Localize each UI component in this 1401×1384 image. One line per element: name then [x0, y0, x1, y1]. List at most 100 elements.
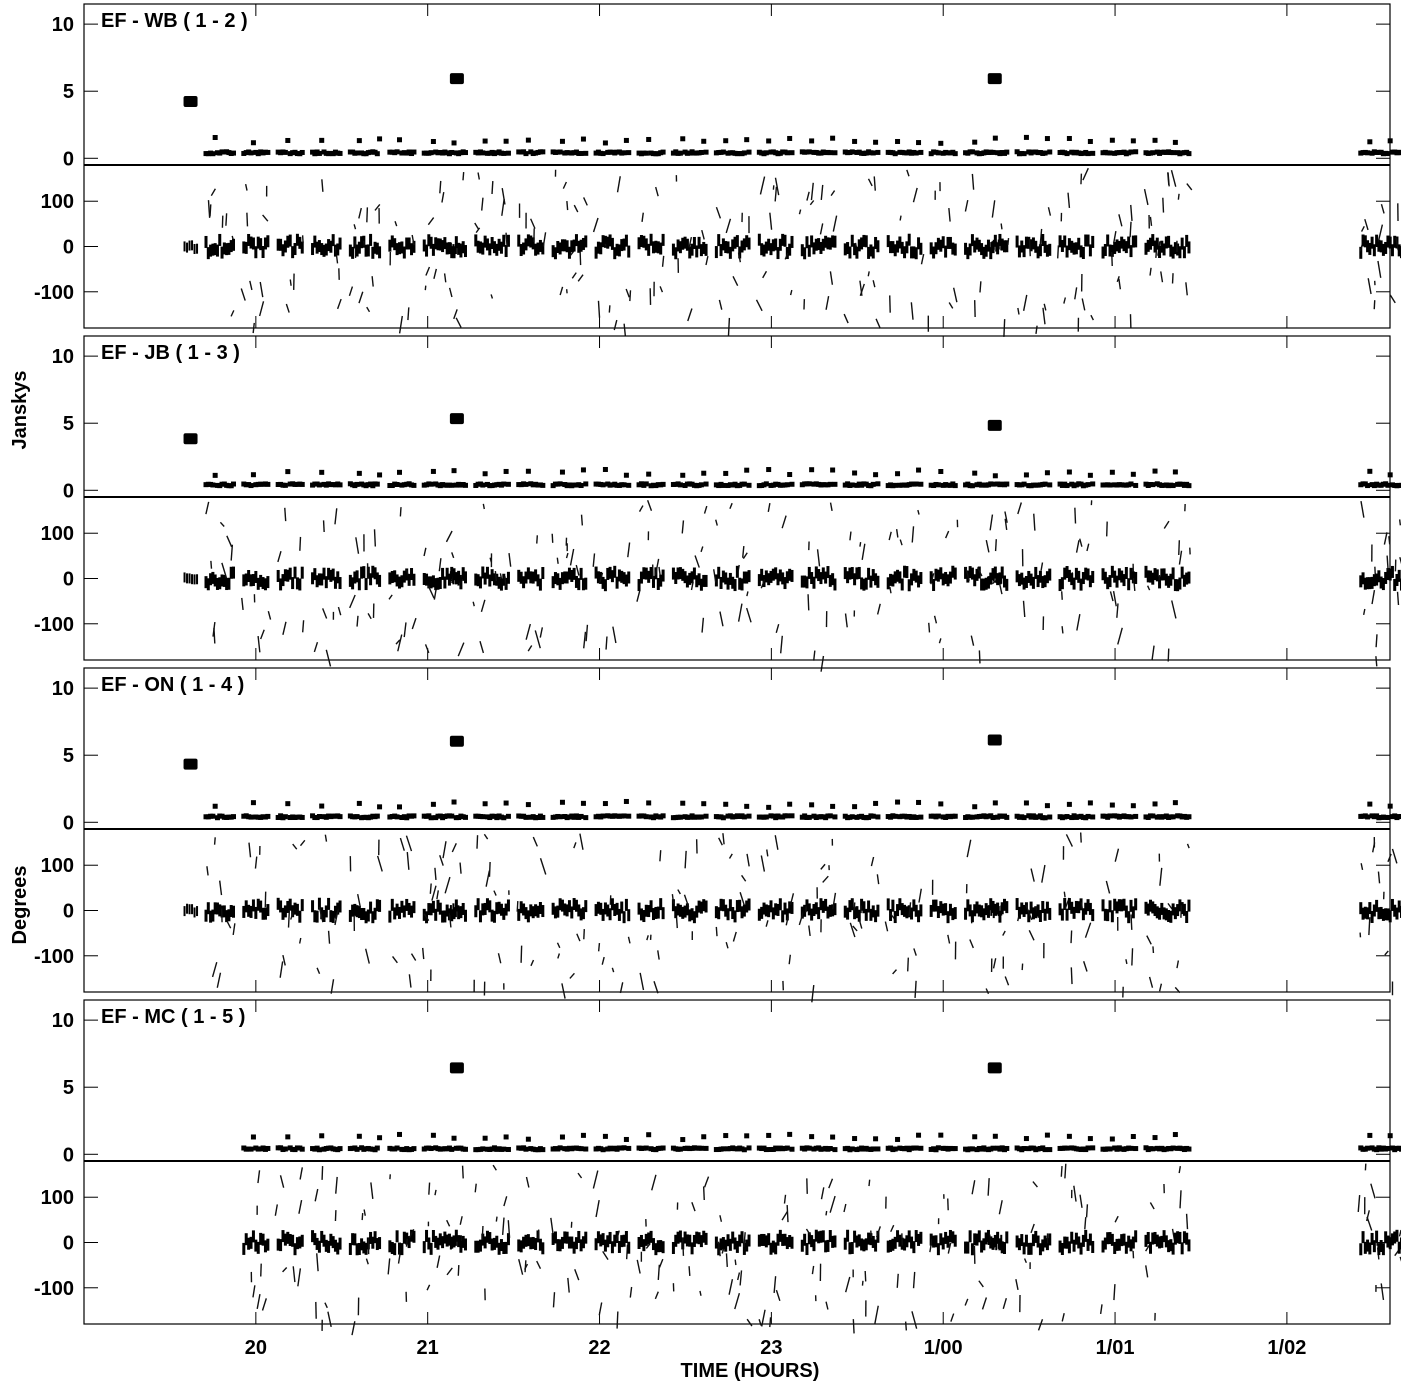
phase-point [1173, 907, 1177, 920]
phase-point [560, 239, 564, 252]
amp-point [1066, 135, 1072, 141]
phase-point [393, 238, 397, 251]
calibrator-phase [183, 241, 186, 252]
phase-point [1120, 570, 1124, 583]
phase-scatter [598, 572, 604, 584]
phase-scatter [556, 557, 559, 564]
amp-point [1021, 1146, 1027, 1152]
phase-point [536, 242, 540, 255]
phase-scatter [1145, 1265, 1149, 1278]
phase-scatter [1022, 294, 1028, 311]
amp-point [231, 481, 237, 487]
phase-point [647, 570, 651, 583]
amplitude-series [183, 413, 1401, 489]
amp-point [1186, 814, 1192, 820]
amp-point [621, 482, 627, 488]
phase-point [1167, 575, 1171, 588]
phase-scatter [324, 1302, 328, 1309]
phase-point [733, 1237, 737, 1250]
amp-point [913, 814, 919, 820]
phase-scatter [683, 894, 690, 908]
phase-scatter [928, 622, 931, 633]
phase-point [1081, 246, 1085, 259]
phase-point [324, 576, 328, 589]
amp-point [248, 150, 254, 156]
amp-point [523, 1146, 529, 1152]
phase-scatter [525, 623, 532, 640]
calibrator-amp [987, 73, 1002, 85]
phase-point [1149, 1241, 1153, 1254]
phase-scatter [491, 180, 494, 195]
phase-point [322, 244, 326, 257]
phase-point [390, 1241, 394, 1254]
phase-scatter [822, 875, 829, 883]
phase-scatter [592, 553, 596, 567]
phase-point [478, 910, 482, 923]
phase-point [726, 908, 730, 921]
phase-scatter [367, 613, 372, 620]
phase-point [767, 238, 771, 251]
phase-point [810, 908, 814, 921]
amp-point [265, 481, 271, 487]
phase-point [369, 901, 373, 914]
amp-point [578, 813, 584, 819]
phase-point [912, 568, 916, 581]
phase-scatter [806, 191, 810, 201]
phase-point [603, 579, 607, 592]
phase-scatter [615, 1230, 620, 1241]
amp-point [787, 1131, 793, 1137]
phase-point [1397, 244, 1401, 257]
phase-point [833, 578, 837, 591]
phase-point [778, 1229, 782, 1242]
phase-scatter [508, 553, 512, 567]
phase-point [671, 899, 675, 912]
amp-point [319, 1133, 325, 1139]
phase-scatter [573, 842, 577, 849]
amp-point [212, 134, 218, 140]
amp-point [1090, 1145, 1096, 1151]
phase-point [220, 574, 224, 587]
phase-scatter [908, 902, 912, 917]
phase-point [438, 1233, 442, 1246]
phase-scatter [616, 1311, 619, 1329]
phase-scatter [722, 833, 725, 845]
phase-point [812, 242, 816, 255]
phase-point [1155, 906, 1159, 919]
phase-point [529, 235, 533, 248]
phase-scatter [1178, 550, 1183, 565]
calibrator-phase [457, 905, 460, 916]
phase-point [742, 571, 746, 584]
phase-point [1041, 234, 1045, 247]
phase-scatter [1074, 507, 1077, 524]
phase-scatter [392, 956, 398, 964]
phase-point [853, 907, 857, 920]
phase-point [781, 1233, 785, 1246]
phase-scatter [742, 552, 748, 560]
phase-scatter [785, 916, 789, 926]
phase-scatter [248, 842, 252, 858]
amp-point [992, 1133, 998, 1139]
phase-point [907, 1230, 911, 1243]
amp-point [875, 149, 881, 155]
calibrator-phase [454, 1235, 457, 1246]
phase-scatter [397, 634, 403, 652]
phase-scatter [788, 954, 792, 965]
phase-point [783, 902, 787, 915]
phase-point [355, 905, 359, 918]
phase-point [661, 569, 665, 582]
phase-point [728, 899, 732, 912]
phase-point [584, 577, 588, 590]
phase-point [317, 573, 321, 586]
phase-point [497, 901, 501, 914]
phase-point [735, 565, 739, 578]
phase-scatter [209, 204, 212, 217]
phase-scatter [260, 629, 265, 640]
phase-point [1115, 1238, 1119, 1251]
phase-point [375, 899, 379, 912]
phase-point [558, 1239, 562, 1252]
phase-point [445, 1234, 449, 1247]
phase-point [1022, 577, 1026, 590]
phase-scatter [1185, 282, 1188, 296]
phase-point [867, 1232, 871, 1245]
